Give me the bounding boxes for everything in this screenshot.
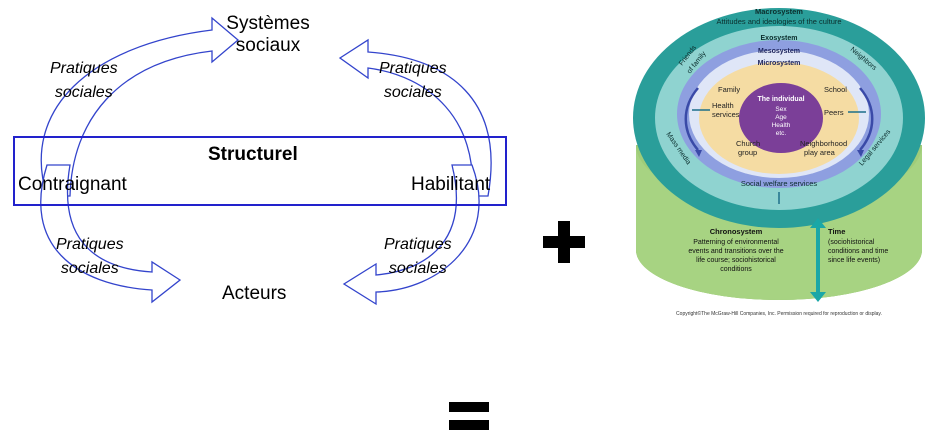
meso-arrowhead-2 [857,150,864,157]
chrono-line4: conditions [720,266,752,273]
box-right-habilitant: Habilitant [411,174,491,195]
individual-line4: etc. [776,130,787,137]
exosystem-label: Exosystem [761,35,798,42]
bronfenbrenner-model: Macrosystem Attitudes and ideologies of … [633,7,925,317]
box-title-structurel: Structurel [208,144,298,165]
practice-br-line2: sociales [388,260,447,277]
meso-arrow-right [859,87,874,151]
social-welfare-label: Social welfare services [741,179,818,188]
time-arrow-top [810,218,826,228]
practice-tl-line2: sociales [54,84,113,101]
plus-sign [543,221,585,263]
time-arrow-bottom [810,292,826,302]
time-line1: (sociohistorical [828,239,875,246]
individual-line2: Age [775,114,787,121]
practice-tl-line1: Pratiques [50,60,118,77]
structurel-box [13,136,507,206]
practice-br-line1: Pratiques [384,236,452,253]
macro-text: Attitudes and ideologies of the culture [716,17,841,26]
individual-title: The individual [757,96,804,103]
meso-arrowhead-1 [695,150,702,157]
time-title: Time [828,227,845,236]
individual-line1: Sex [775,106,787,113]
peers-label: Peers [824,108,844,117]
time-line2: conditions and time [828,248,888,255]
chrono-line2: events and transitions over the [688,248,783,255]
arrow-lower-right [342,164,480,306]
chrono-line3: life course; sociohistorical [696,257,776,264]
mesosystem-label: Mesosystem [758,48,800,55]
practice-label-top-left: Pratiques sociales [50,57,118,105]
bottom-label-acteurs: Acteurs [222,283,287,304]
practice-label-bottom-right: Pratiques sociales [384,233,452,281]
arrow-lower-left [40,164,182,304]
church-label-1: Church [736,139,760,148]
top-label-line2: sociaux [235,35,301,56]
health-label-2: services [712,110,740,119]
practice-label-bottom-left: Pratiques sociales [56,233,124,281]
neighborhood-label-2: play area [804,148,836,157]
chrono-title: Chronosystem [710,227,763,236]
macrosystem-label: Macrosystem [755,7,803,16]
practice-tr-line2: sociales [383,84,442,101]
individual-circle [739,83,823,153]
individual-line3: Health [772,122,791,129]
chrono-line1: Patterning of environmental [693,239,779,246]
school-label: School [824,85,847,94]
microsystem-label: Microsystem [758,60,801,67]
copyright-text: Copyright©The McGraw-Hill Companies, Inc… [676,310,882,317]
top-label-line1: Systèmes [226,13,310,34]
equals-sign [449,402,489,430]
box-left-contraignant: Contraignant [18,174,127,195]
family-label: Family [718,85,740,94]
practice-label-top-right: Pratiques sociales [379,57,447,105]
meso-arrow-left [684,87,699,151]
practice-tr-line1: Pratiques [379,60,447,77]
practice-bl-line2: sociales [60,260,119,277]
structuration-arrows [40,16,492,306]
health-label-1: Health [712,101,734,110]
top-label-systemes: Systèmes sociaux [212,13,324,57]
practice-bl-line1: Pratiques [56,236,124,253]
neighborhood-label-1: Neighborhood [800,139,847,148]
church-label-2: group [738,148,757,157]
time-line3: since life events) [828,257,880,264]
